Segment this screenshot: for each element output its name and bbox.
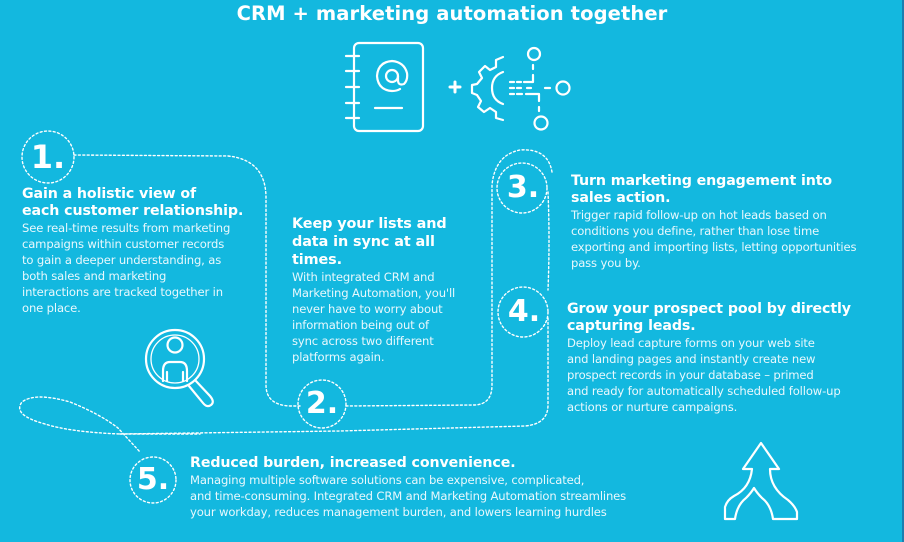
number-label-5: 5. <box>136 462 170 497</box>
number-label-1: 1. <box>30 138 66 176</box>
merge-arrows-icon <box>723 441 799 521</box>
item-4-heading: Grow your prospect pool by directly capt… <box>567 301 851 334</box>
item-1-body: See real-time results from marketing cam… <box>22 221 231 315</box>
right-edge-border <box>902 0 904 542</box>
item-2: Keep your lists and data in sync at all … <box>292 215 477 365</box>
number-label-3: 3. <box>506 170 540 205</box>
number-label-2: 2. <box>305 386 339 421</box>
item-5-body: Managing multiple software solutions can… <box>190 473 627 519</box>
item-3-body: Trigger rapid follow-up on hot leads bas… <box>571 208 857 270</box>
number-label-4: 4. <box>507 294 541 329</box>
gear-workflow-icon <box>470 46 571 131</box>
item-5-heading: Reduced burden, increased convenience. <box>190 455 516 471</box>
number-circle-2 <box>297 379 347 429</box>
item-1-heading: Gain a holistic view of each customer re… <box>22 186 244 219</box>
number-circle-4 <box>497 286 549 338</box>
number-circle-5 <box>129 456 177 504</box>
item-5: Reduced burden, increased convenience. M… <box>190 455 700 520</box>
person-magnifier-icon <box>144 328 214 408</box>
item-3: Turn marketing engagement into sales act… <box>571 173 891 271</box>
item-2-body: With integrated CRM and Marketing Automa… <box>292 270 456 364</box>
page-title: CRM + marketing automation together <box>236 2 668 25</box>
item-4: Grow your prospect pool by directly capt… <box>567 301 892 415</box>
number-circle-3 <box>496 162 548 214</box>
plus-icon <box>448 80 462 94</box>
number-circle-1 <box>21 130 75 184</box>
address-book-icon <box>344 41 425 133</box>
item-3-heading: Turn marketing engagement into sales act… <box>571 173 833 206</box>
item-4-body: Deploy lead capture forms on your web si… <box>567 336 841 414</box>
item-2-heading: Keep your lists and data in sync at all … <box>292 216 447 268</box>
item-1: Gain a holistic view of each customer re… <box>22 186 267 316</box>
